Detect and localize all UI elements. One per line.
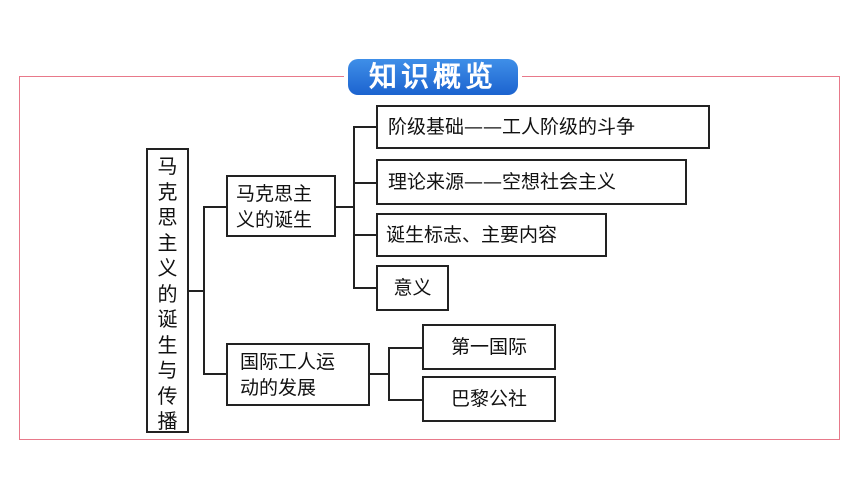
connector [203, 373, 227, 375]
root-char: 主 [157, 230, 178, 255]
connector [336, 206, 354, 208]
connector [388, 399, 423, 401]
root-char: 思 [157, 205, 178, 229]
leaf-label: 理论来源——空想社会主义 [388, 171, 617, 193]
leaf-label: 阶级基础——工人阶级的斗争 [388, 116, 636, 138]
leaf-paris-commune: 巴黎公社 [422, 376, 556, 422]
branch-label-line: 马克思主 [236, 183, 313, 205]
root-char: 播 [157, 409, 178, 433]
leaf-first-international: 第一国际 [422, 324, 556, 370]
connector [353, 126, 377, 128]
root-node: 马 克 思 主 义 的 诞 生 与 传 播 [146, 148, 189, 433]
connector [203, 206, 227, 208]
root-char: 义 [157, 256, 178, 280]
root-char: 克 [157, 179, 178, 204]
branch-label-line: 动的发展 [240, 377, 317, 399]
leaf-theory-source: 理论来源——空想社会主义 [376, 159, 687, 205]
connector [388, 347, 390, 401]
root-char: 生 [157, 332, 178, 357]
leaf-birth-content: 诞生标志、主要内容 [376, 213, 607, 257]
leaf-label: 诞生标志、主要内容 [386, 224, 558, 246]
leaf-label: 第一国际 [450, 336, 527, 358]
leaf-label: 巴黎公社 [450, 388, 527, 410]
connector [353, 287, 377, 289]
root-char: 马 [157, 154, 178, 178]
root-char: 传 [157, 383, 178, 408]
connector [353, 182, 377, 184]
branch-label-line: 国际工人运 [240, 351, 336, 373]
connector [370, 373, 389, 375]
branch-label-line: 义的诞生 [236, 209, 313, 231]
connector [189, 290, 204, 292]
connector [353, 126, 355, 288]
root-char: 与 [157, 358, 178, 382]
connector [203, 206, 205, 374]
section-badge: 知识概览 [344, 56, 522, 98]
branch-node-workers-movement: 国际工人运 动的发展 [226, 343, 370, 406]
section-badge-label: 知识概览 [348, 59, 518, 95]
connector [353, 234, 377, 236]
root-char: 诞 [157, 307, 178, 331]
leaf-label: 意义 [393, 277, 432, 299]
connector [388, 347, 423, 349]
leaf-significance: 意义 [376, 265, 449, 311]
branch-node-marxism-birth: 马克思主 义的诞生 [226, 175, 336, 237]
root-char: 的 [157, 281, 178, 306]
leaf-class-basis: 阶级基础——工人阶级的斗争 [376, 105, 710, 149]
